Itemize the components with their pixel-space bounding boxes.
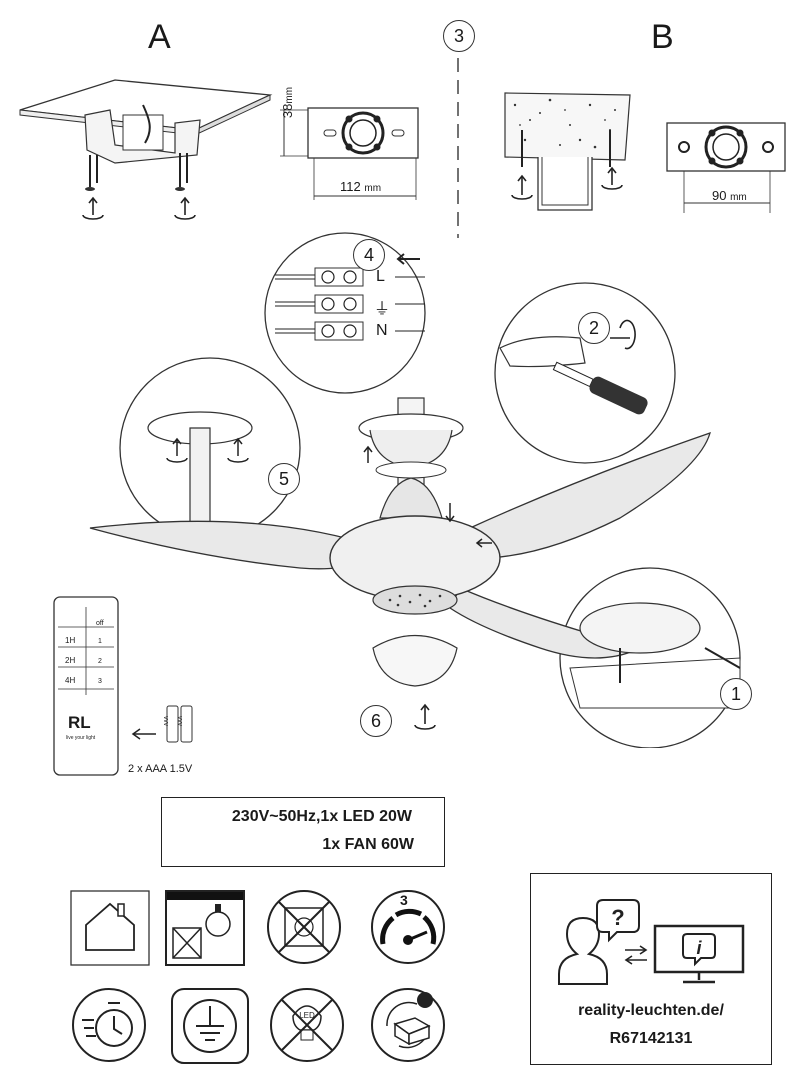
panel-divider	[457, 58, 459, 238]
power-spec-line1: 230V~50Hz,1x LED 20W	[231, 808, 412, 825]
terminal-label-l: L	[376, 268, 385, 285]
power-spec-box: 230V~50Hz,1x LED 20W 1x FAN 60W	[161, 797, 445, 867]
remote-button-1h: 1H	[65, 636, 76, 645]
step-4-marker: 4	[353, 239, 385, 271]
remote-button-2h: 2H	[65, 656, 76, 665]
remote-button-4h: 4H	[65, 676, 76, 685]
mounting-plate-b-diagram	[666, 122, 786, 213]
battery-label-2: AAA	[178, 715, 185, 727]
no-direct-sunlight-icon	[267, 890, 341, 964]
remote-control-illustration	[53, 596, 119, 776]
power-spec-line2: 1x FAN 60W	[322, 836, 414, 853]
support-monitor-icon: i	[653, 924, 745, 984]
terminal-label-earth: ⏚	[374, 301, 391, 318]
timer-icon	[72, 988, 146, 1062]
support-info-box: ? i reality-leuchten.de/ R67142131	[530, 873, 772, 1065]
remote-fan-speed-3: 3	[98, 678, 102, 685]
battery-spec: 2 x AAA 1.5V	[128, 763, 193, 775]
indoor-use-icon	[70, 890, 150, 966]
remote-logo-tagline: live your light	[66, 735, 96, 741]
panel-b-label: B	[651, 18, 674, 56]
terminal-label-n: N	[376, 322, 388, 339]
support-product-code: R67142131	[609, 1030, 693, 1047]
ceiling-mount-a-illustration	[19, 79, 273, 220]
svg-text:?: ?	[611, 905, 624, 930]
three-speed-icon	[371, 890, 445, 964]
dimension-width-a: 112 mm	[340, 179, 381, 194]
three-speed-count: 3	[400, 892, 408, 908]
protective-earth-icon	[171, 988, 249, 1064]
height-a-unit: mm	[284, 86, 296, 104]
support-exchange-arrows	[624, 945, 648, 965]
remote-fan-speed-1: 1	[98, 638, 102, 645]
height-a-value: 38	[280, 103, 296, 119]
led-not-replaceable-icon: LED	[270, 988, 344, 1062]
remote-fan-speed-2: 2	[98, 658, 102, 665]
svg-text:i: i	[696, 938, 702, 958]
step-6-marker: 6	[360, 705, 392, 737]
recycle-packaging-icon	[371, 988, 445, 1062]
dimension-height-a: 38mm	[280, 87, 295, 118]
step-5-marker: 5	[268, 463, 300, 495]
support-user-icon: ?	[558, 899, 640, 985]
fan-assembly-illustration	[89, 232, 741, 748]
battery-illustration	[131, 705, 193, 743]
remote-button-off: off	[96, 620, 104, 627]
remote-logo: RL	[68, 713, 91, 732]
ceiling-mount-b-illustration	[504, 92, 631, 211]
battery-label-1: AAA	[164, 715, 171, 727]
dimension-width-b: 90 mm	[712, 188, 747, 203]
support-url[interactable]: reality-leuchten.de/	[578, 1002, 724, 1019]
step-3-marker: 3	[443, 20, 475, 52]
width-b-unit: mm	[730, 192, 747, 203]
not-for-sloped-ceiling-icon	[165, 890, 245, 966]
width-a-unit: mm	[364, 183, 382, 194]
panel-a-label: A	[148, 18, 171, 56]
svg-text:LED: LED	[299, 1011, 315, 1020]
step-1-marker: 1	[720, 678, 752, 710]
width-b-value: 90	[712, 188, 727, 203]
width-a-value: 112	[340, 179, 361, 194]
step-2-marker: 2	[578, 312, 610, 344]
mounting-plate-a-diagram	[280, 107, 419, 200]
